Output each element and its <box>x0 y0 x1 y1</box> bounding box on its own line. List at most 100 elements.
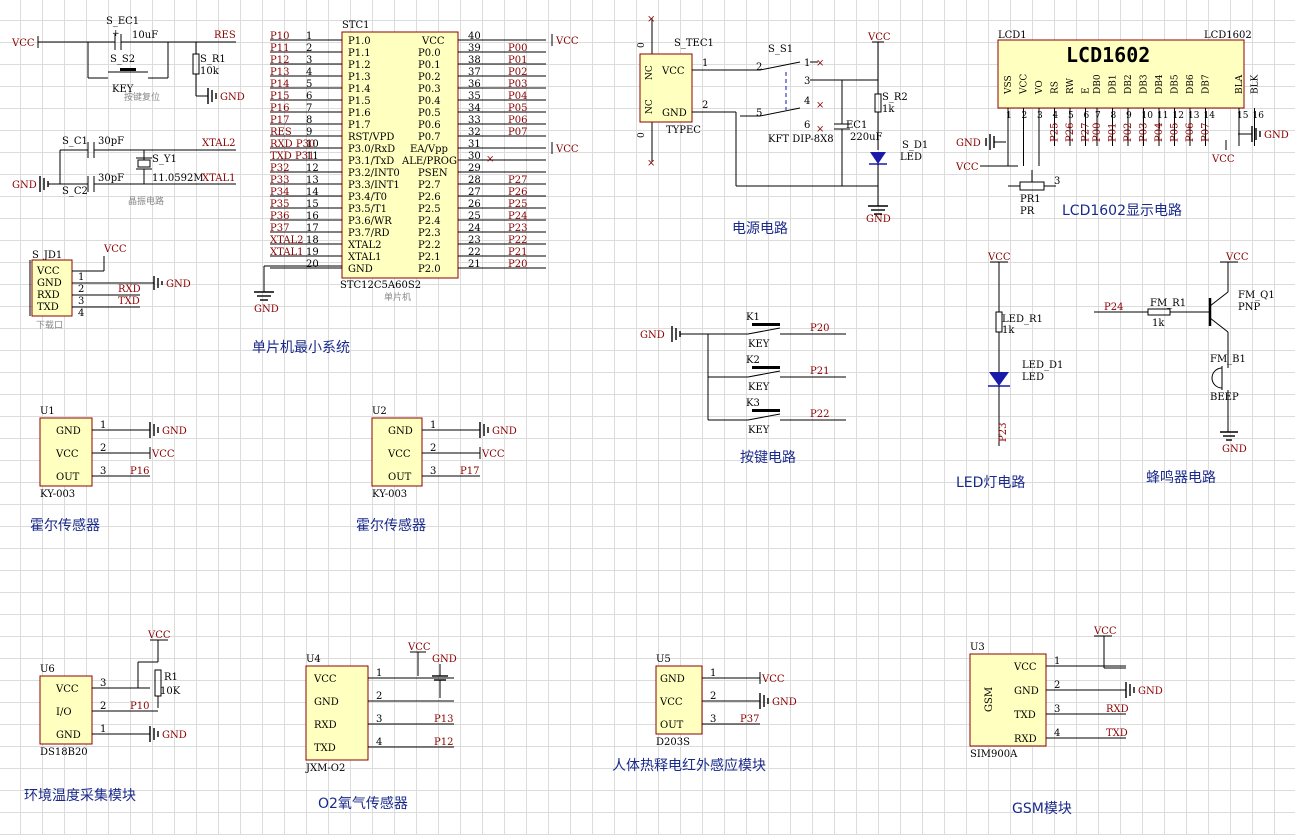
module-net: P16 <box>130 466 149 477</box>
mcu-net-right: P23 <box>508 223 527 234</box>
module-name: U1 <box>40 406 55 417</box>
mcu-net-right: VCC <box>555 144 579 155</box>
mcu-net-left: RES <box>270 127 292 138</box>
mcu-net-left: P14 <box>270 79 289 90</box>
power-led-type: LED <box>900 152 922 163</box>
mcu-pin-num: 3 <box>306 55 312 66</box>
mcu-pin-num: 32 <box>468 127 481 138</box>
module-pin-num: 2 <box>430 443 436 454</box>
mcu-net-right: P24 <box>508 211 527 222</box>
module-pin: VCC <box>387 449 411 460</box>
lcd-pot-name: PR1 <box>1020 194 1041 205</box>
module-pin-num: 2 <box>100 443 106 454</box>
module-name: U5 <box>656 654 671 665</box>
lcd-pin-name: RW <box>1066 77 1076 94</box>
lcd-net: P25 <box>1050 123 1061 142</box>
caption-power: 电源电路 <box>732 221 788 237</box>
svg-text:R1: R1 <box>164 672 178 683</box>
svg-text:GND: GND <box>220 92 245 103</box>
svg-text:LED: LED <box>1022 372 1044 383</box>
mcu-net-left: XTAL1 <box>270 247 303 258</box>
mcu-net-left: XTAL2 <box>270 235 303 246</box>
power-res-value: 1k <box>882 104 895 115</box>
mcu-chip[interactable]: STC1 STC12C5A60S2 单片机 GND <box>254 20 459 315</box>
svg-text:VCC: VCC <box>103 244 127 255</box>
mcu-pin-left: P3.1/TxD <box>348 156 394 167</box>
lcd-pin-num: 15 <box>1237 111 1249 121</box>
mcu-pin-left: P1.5 <box>348 96 371 107</box>
lcd-pin-name: VCC <box>1020 74 1030 95</box>
mcu-pin-num: 7 <box>306 103 312 114</box>
reset-circuit[interactable]: VCC + S_EC1 10uF RES S_S2 KEY 按键复位 GND S… <box>11 16 245 104</box>
reset-switch-name: S_S2 <box>110 54 135 65</box>
buzzer-circuit[interactable]: P24 FM_R1 1k VCC FM_Q1 PNP FM_B1 BEEP GN… <box>1094 252 1275 455</box>
module-pin: VCC <box>55 684 79 695</box>
mcu-net-left: P16 <box>270 103 289 114</box>
svg-text:LED_D1: LED_D1 <box>1022 360 1063 371</box>
power-res-name: S_R2 <box>882 92 908 103</box>
mcu-net-left: P35 <box>270 199 289 210</box>
lcd-module[interactable]: LCD1 LCD1602 LCD1602 GND VCC 3 PR1 PR VC… <box>955 30 1289 217</box>
mcu-model: STC12C5A60S2 <box>340 280 421 291</box>
lcd-name: LCD1 <box>998 30 1027 41</box>
res-net-label: RES <box>214 30 236 41</box>
module-pin-num: 2 <box>1054 680 1060 691</box>
lcd-pin-num: 9 <box>1126 111 1132 121</box>
module-pin-num: 1 <box>1054 656 1060 667</box>
download-port[interactable]: S_JD1 VCC GND RXD TXD VCC GND 1 2 3 4 RX… <box>29 244 191 331</box>
crystal-circuit[interactable]: GND S_C1 S_C2 30pF 30pF S_Y1 11.0592M XT… <box>12 136 236 207</box>
lcd-net: P02 <box>1123 123 1134 142</box>
mcu-pin-left: P1.6 <box>348 108 371 119</box>
mcu-net-right: P25 <box>508 199 527 210</box>
mcu-net-left: P15 <box>270 91 289 102</box>
svg-text:NC: NC <box>645 65 655 80</box>
module-pin: VCC <box>55 449 79 460</box>
mcu-pin-num: 22 <box>468 247 481 258</box>
led-circuit[interactable]: VCC LED_R1 1k LED_D1 LED P23 <box>987 252 1063 446</box>
lcd-pin-name: VSS <box>1004 75 1014 95</box>
module-net: RXD <box>1106 704 1129 715</box>
mcu-pin-right: P0.1 <box>418 60 441 71</box>
mcu-pin-right: EA/Vpp <box>410 144 448 155</box>
lcd-net: P07 <box>1201 123 1212 142</box>
mcu-pin-right: P0.2 <box>418 72 441 83</box>
caption-buzzer: 蜂鸣器电路 <box>1146 469 1216 486</box>
lcd-model: LCD1602 <box>1204 30 1252 41</box>
reset-res-value: 10k <box>200 66 220 77</box>
module-model: KY-003 <box>372 489 407 500</box>
svg-text:GND: GND <box>166 279 191 290</box>
module-name: U6 <box>40 664 55 675</box>
mcu-net-left: P17 <box>270 115 289 126</box>
o2-supply: VCC GND <box>407 642 457 698</box>
mcu-net-left: P12 <box>270 55 289 66</box>
svg-text:GND: GND <box>432 654 457 665</box>
svg-text:GND: GND <box>956 138 981 149</box>
power-circuit[interactable]: × × 0 0 S_TEC1 NC NC VCC GND TYPEC 1 2 S… <box>637 14 928 225</box>
mcu-pin-right: P0.7 <box>418 132 441 143</box>
svg-text:5: 5 <box>756 108 762 119</box>
svg-text:4: 4 <box>804 96 810 107</box>
mcu-pin-num: 29 <box>468 163 481 174</box>
module-name: U2 <box>372 406 387 417</box>
lcd-pin-name: DB7 <box>1202 74 1212 94</box>
mcu-net-right: P20 <box>508 259 527 270</box>
mcu-pin-num: 13 <box>306 175 319 186</box>
svg-text:1k: 1k <box>1152 318 1165 329</box>
svg-text:VCC: VCC <box>867 32 891 43</box>
caption-led: LED灯电路 <box>956 475 1025 491</box>
lcd-pin-name: DB6 <box>1186 74 1196 94</box>
module-pin: GND <box>56 730 81 741</box>
crystal-y-name: S_Y1 <box>152 154 177 165</box>
svg-text:×: × <box>816 124 824 135</box>
mcu-pin-num: 12 <box>306 163 319 174</box>
caption-pir: 人体热释电红外感应模块 <box>612 757 766 774</box>
module-pin-num: 4 <box>376 737 382 748</box>
no-connect-mark: × <box>486 154 494 165</box>
